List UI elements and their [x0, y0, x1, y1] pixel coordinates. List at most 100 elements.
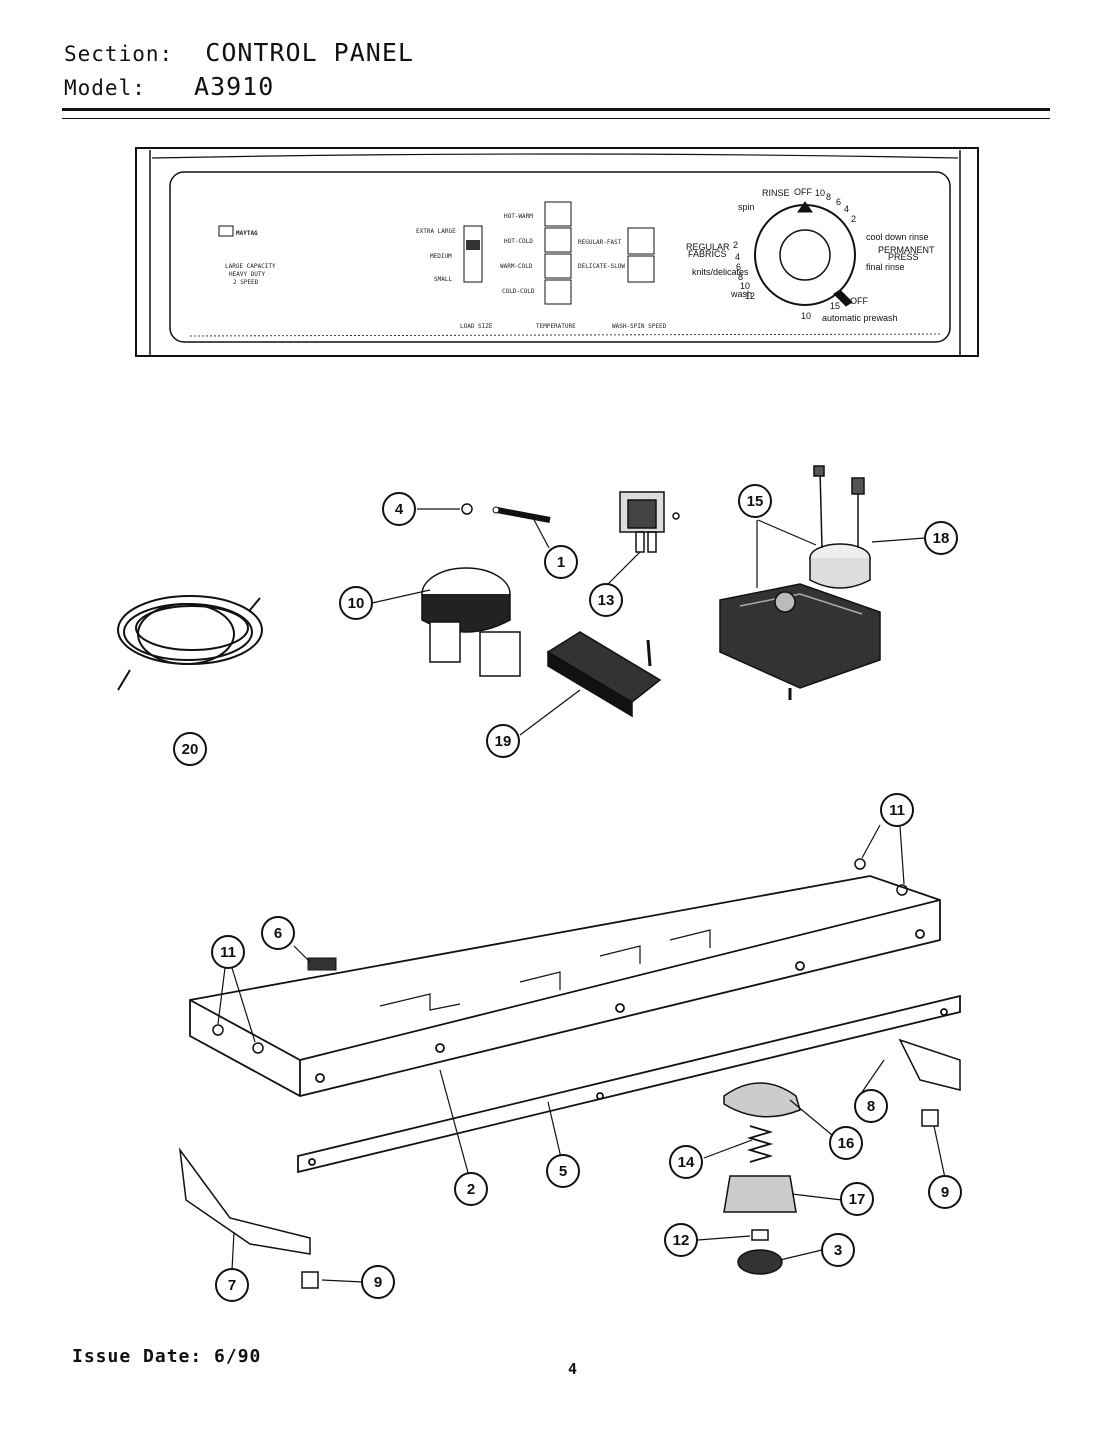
temp-button-1	[544, 201, 572, 227]
callout-label: 9	[374, 1274, 382, 1291]
section-label-speed: WASH-SPIN SPEED	[612, 323, 667, 330]
callout-label: 13	[598, 592, 615, 609]
timer-dial-center	[779, 229, 831, 281]
dial-off-lower: OFF	[850, 296, 868, 306]
callout-label: 14	[678, 1154, 695, 1171]
dial-top-2: 2	[851, 214, 856, 224]
capacity-line-3: 2 SPEED	[233, 279, 259, 286]
model-value: A3910	[194, 72, 275, 101]
part-3-knob-cap	[737, 1249, 783, 1275]
callout-12: 12	[664, 1223, 698, 1257]
model-header: Model: A3910	[64, 72, 274, 101]
dial-auto-prewash: automatic prewash	[822, 313, 898, 323]
capacity-line-1: LARGE CAPACITY	[225, 263, 276, 270]
part-17-knob	[723, 1175, 797, 1213]
callout-7: 7	[215, 1268, 249, 1302]
load-size-1: EXTRA LARGE	[416, 228, 456, 235]
part-18-knob-shaft	[809, 465, 871, 589]
dial-spin: spin	[738, 202, 755, 212]
part-6-clip	[307, 957, 337, 971]
callout-circle	[829, 1126, 863, 1160]
dial-top-6: 6	[836, 197, 841, 207]
capacity-line-2: HEAVY DUTY	[229, 271, 266, 278]
part-11-screw-left-a	[212, 1024, 224, 1036]
callout-10: 10	[339, 586, 373, 620]
part-2-bracket	[189, 875, 941, 1097]
header-rule-thick	[62, 108, 1050, 111]
dial-left-12: 12	[745, 291, 755, 301]
callout-label: 19	[495, 733, 512, 750]
callout-9b: 9	[361, 1265, 395, 1299]
callout-label: 11	[889, 802, 905, 819]
section-value: CONTROL PANEL	[205, 38, 414, 67]
part-11-screw-left-b	[252, 1042, 264, 1054]
callout-circle	[215, 1268, 249, 1302]
callout-15: 15	[738, 484, 772, 518]
dial-left-10: 10	[740, 281, 750, 291]
part-5-bracket	[297, 994, 961, 1174]
part-1-rod	[496, 507, 551, 523]
dial-top-10: 10	[815, 188, 825, 198]
callout-label: 2	[467, 1181, 475, 1198]
temp-label-3: WARM-COLD	[500, 263, 533, 270]
callout-label: 10	[348, 595, 365, 612]
callout-circle	[821, 1233, 855, 1267]
callout-20: 20	[173, 732, 207, 766]
callout-circle	[840, 1182, 874, 1216]
parts-illustrations	[117, 465, 961, 1289]
part-11-screw-right-b	[896, 884, 908, 896]
dial-regular-2: FABRICS	[688, 249, 727, 259]
load-size-3: SMALL	[434, 276, 452, 283]
section-header: Section: CONTROL PANEL	[64, 38, 414, 67]
callout-label: 1	[557, 554, 565, 571]
model-label: Model:	[64, 76, 146, 100]
callout-label: 12	[673, 1232, 690, 1249]
dial-10-bottom: 10	[801, 311, 811, 321]
part-19-switch-block	[546, 631, 662, 718]
callout-circle	[924, 521, 958, 555]
page-number: 4	[568, 1360, 578, 1378]
callout-label: 17	[849, 1191, 866, 1208]
callout-label: 4	[395, 501, 404, 518]
part-8-bracket	[898, 1038, 961, 1091]
dial-top-8: 8	[826, 192, 831, 202]
callout-16: 16	[829, 1126, 863, 1160]
callout-circle	[486, 724, 520, 758]
part-4-ball	[461, 503, 473, 515]
temp-label-2: HOT-COLD	[504, 238, 533, 245]
callout-13: 13	[589, 583, 623, 617]
callout-circle	[544, 545, 578, 579]
callout-14: 14	[669, 1145, 703, 1179]
panel-inner-frame	[169, 171, 951, 343]
dial-final-rinse: final rinse	[866, 262, 905, 272]
section-label-temp: TEMPERATURE	[536, 323, 576, 330]
callout-19: 19	[486, 724, 520, 758]
part-20-wire-harness	[117, 595, 263, 691]
callout-label: 9	[941, 1184, 949, 1201]
callout-3: 3	[821, 1233, 855, 1267]
callout-17: 17	[840, 1182, 874, 1216]
part-10-motor	[421, 567, 521, 677]
issue-date: Issue Date: 6/90	[72, 1346, 262, 1367]
callout-circle	[928, 1175, 962, 1209]
callout-circle	[738, 484, 772, 518]
speed-button-1	[627, 227, 655, 255]
dial-knits: knits/delicates	[692, 267, 749, 277]
callout-label: 6	[274, 925, 282, 942]
dial-left-6: 6	[736, 262, 741, 272]
control-panel-illustration	[135, 147, 979, 357]
callout-1: 1	[544, 545, 578, 579]
callout-label: 8	[867, 1098, 875, 1115]
dial-left-2: 2	[733, 240, 738, 250]
callout-circle	[173, 732, 207, 766]
callout-circle	[546, 1154, 580, 1188]
callout-label: 5	[559, 1163, 567, 1180]
load-size-2: MEDIUM	[430, 253, 452, 260]
part-16-cam	[723, 1082, 801, 1118]
panel-outer-frame	[135, 147, 979, 357]
callout-11a: 11	[211, 935, 245, 969]
part-13-switch	[619, 491, 680, 553]
callout-label: 11	[220, 944, 236, 961]
callout-18: 18	[924, 521, 958, 555]
temp-button-2	[544, 227, 572, 253]
